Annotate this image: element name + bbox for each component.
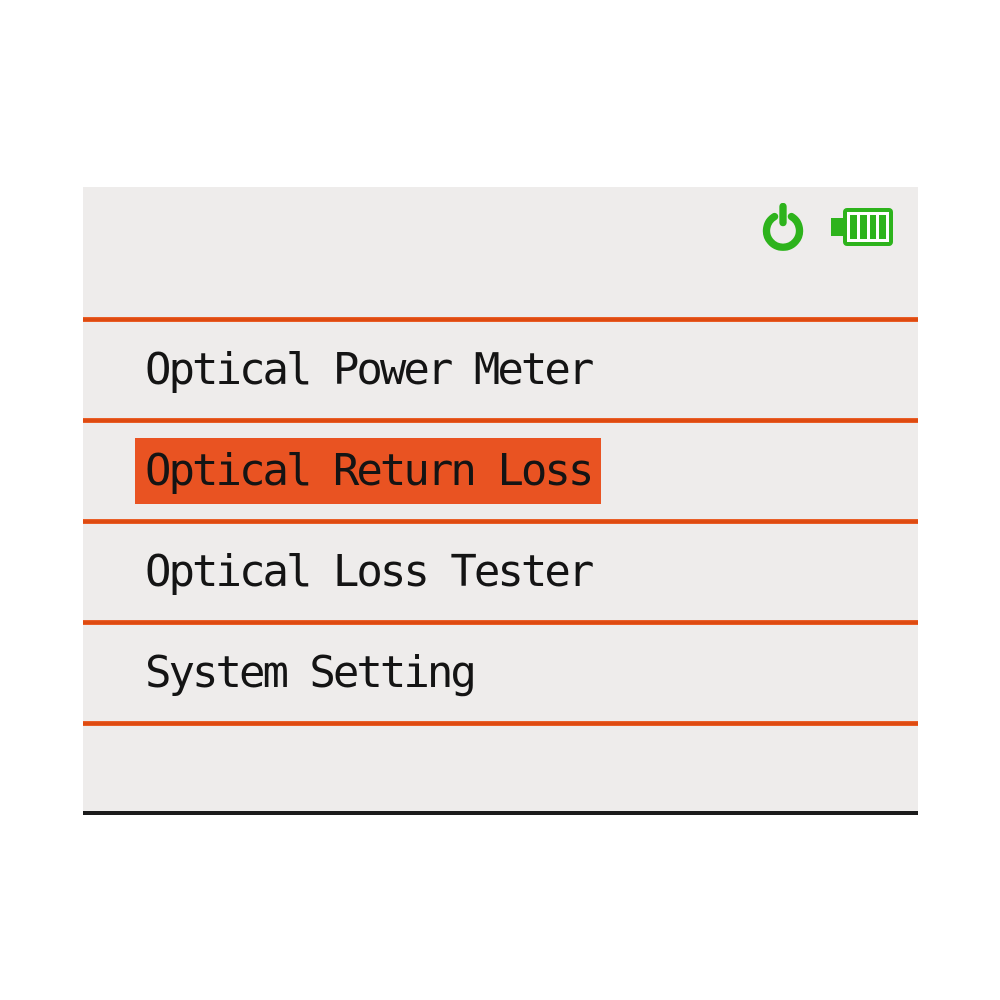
menu-item-label-selected: Optical Return Loss bbox=[135, 438, 602, 504]
menu-item-label: System Setting bbox=[145, 647, 477, 698]
menu-item-optical-power-meter[interactable]: Optical Power Meter bbox=[83, 322, 918, 418]
menu-item-label: Optical Loss Tester bbox=[145, 546, 594, 597]
divider-line bbox=[83, 721, 918, 726]
power-icon bbox=[762, 203, 804, 251]
menu-item-optical-return-loss[interactable]: Optical Return Loss bbox=[83, 423, 918, 519]
battery-bar bbox=[879, 215, 886, 239]
menu-item-label: Optical Power Meter bbox=[145, 344, 594, 395]
battery-bar bbox=[850, 215, 857, 239]
battery-inner bbox=[847, 212, 889, 242]
menu-item-system-setting[interactable]: System Setting bbox=[83, 625, 918, 721]
menu-item-optical-loss-tester[interactable]: Optical Loss Tester bbox=[83, 524, 918, 620]
divider-line bbox=[83, 519, 918, 524]
battery-bar bbox=[869, 215, 877, 239]
device-screen: Optical Power Meter Optical Return Loss … bbox=[83, 187, 918, 815]
battery-nub bbox=[831, 218, 843, 236]
battery-icon bbox=[831, 208, 893, 246]
battery-bar bbox=[859, 215, 867, 239]
footer-space bbox=[83, 726, 918, 811]
divider-line bbox=[83, 317, 918, 322]
status-bar bbox=[83, 187, 918, 317]
battery-body bbox=[843, 208, 893, 246]
divider-line bbox=[83, 620, 918, 625]
divider-line bbox=[83, 418, 918, 423]
